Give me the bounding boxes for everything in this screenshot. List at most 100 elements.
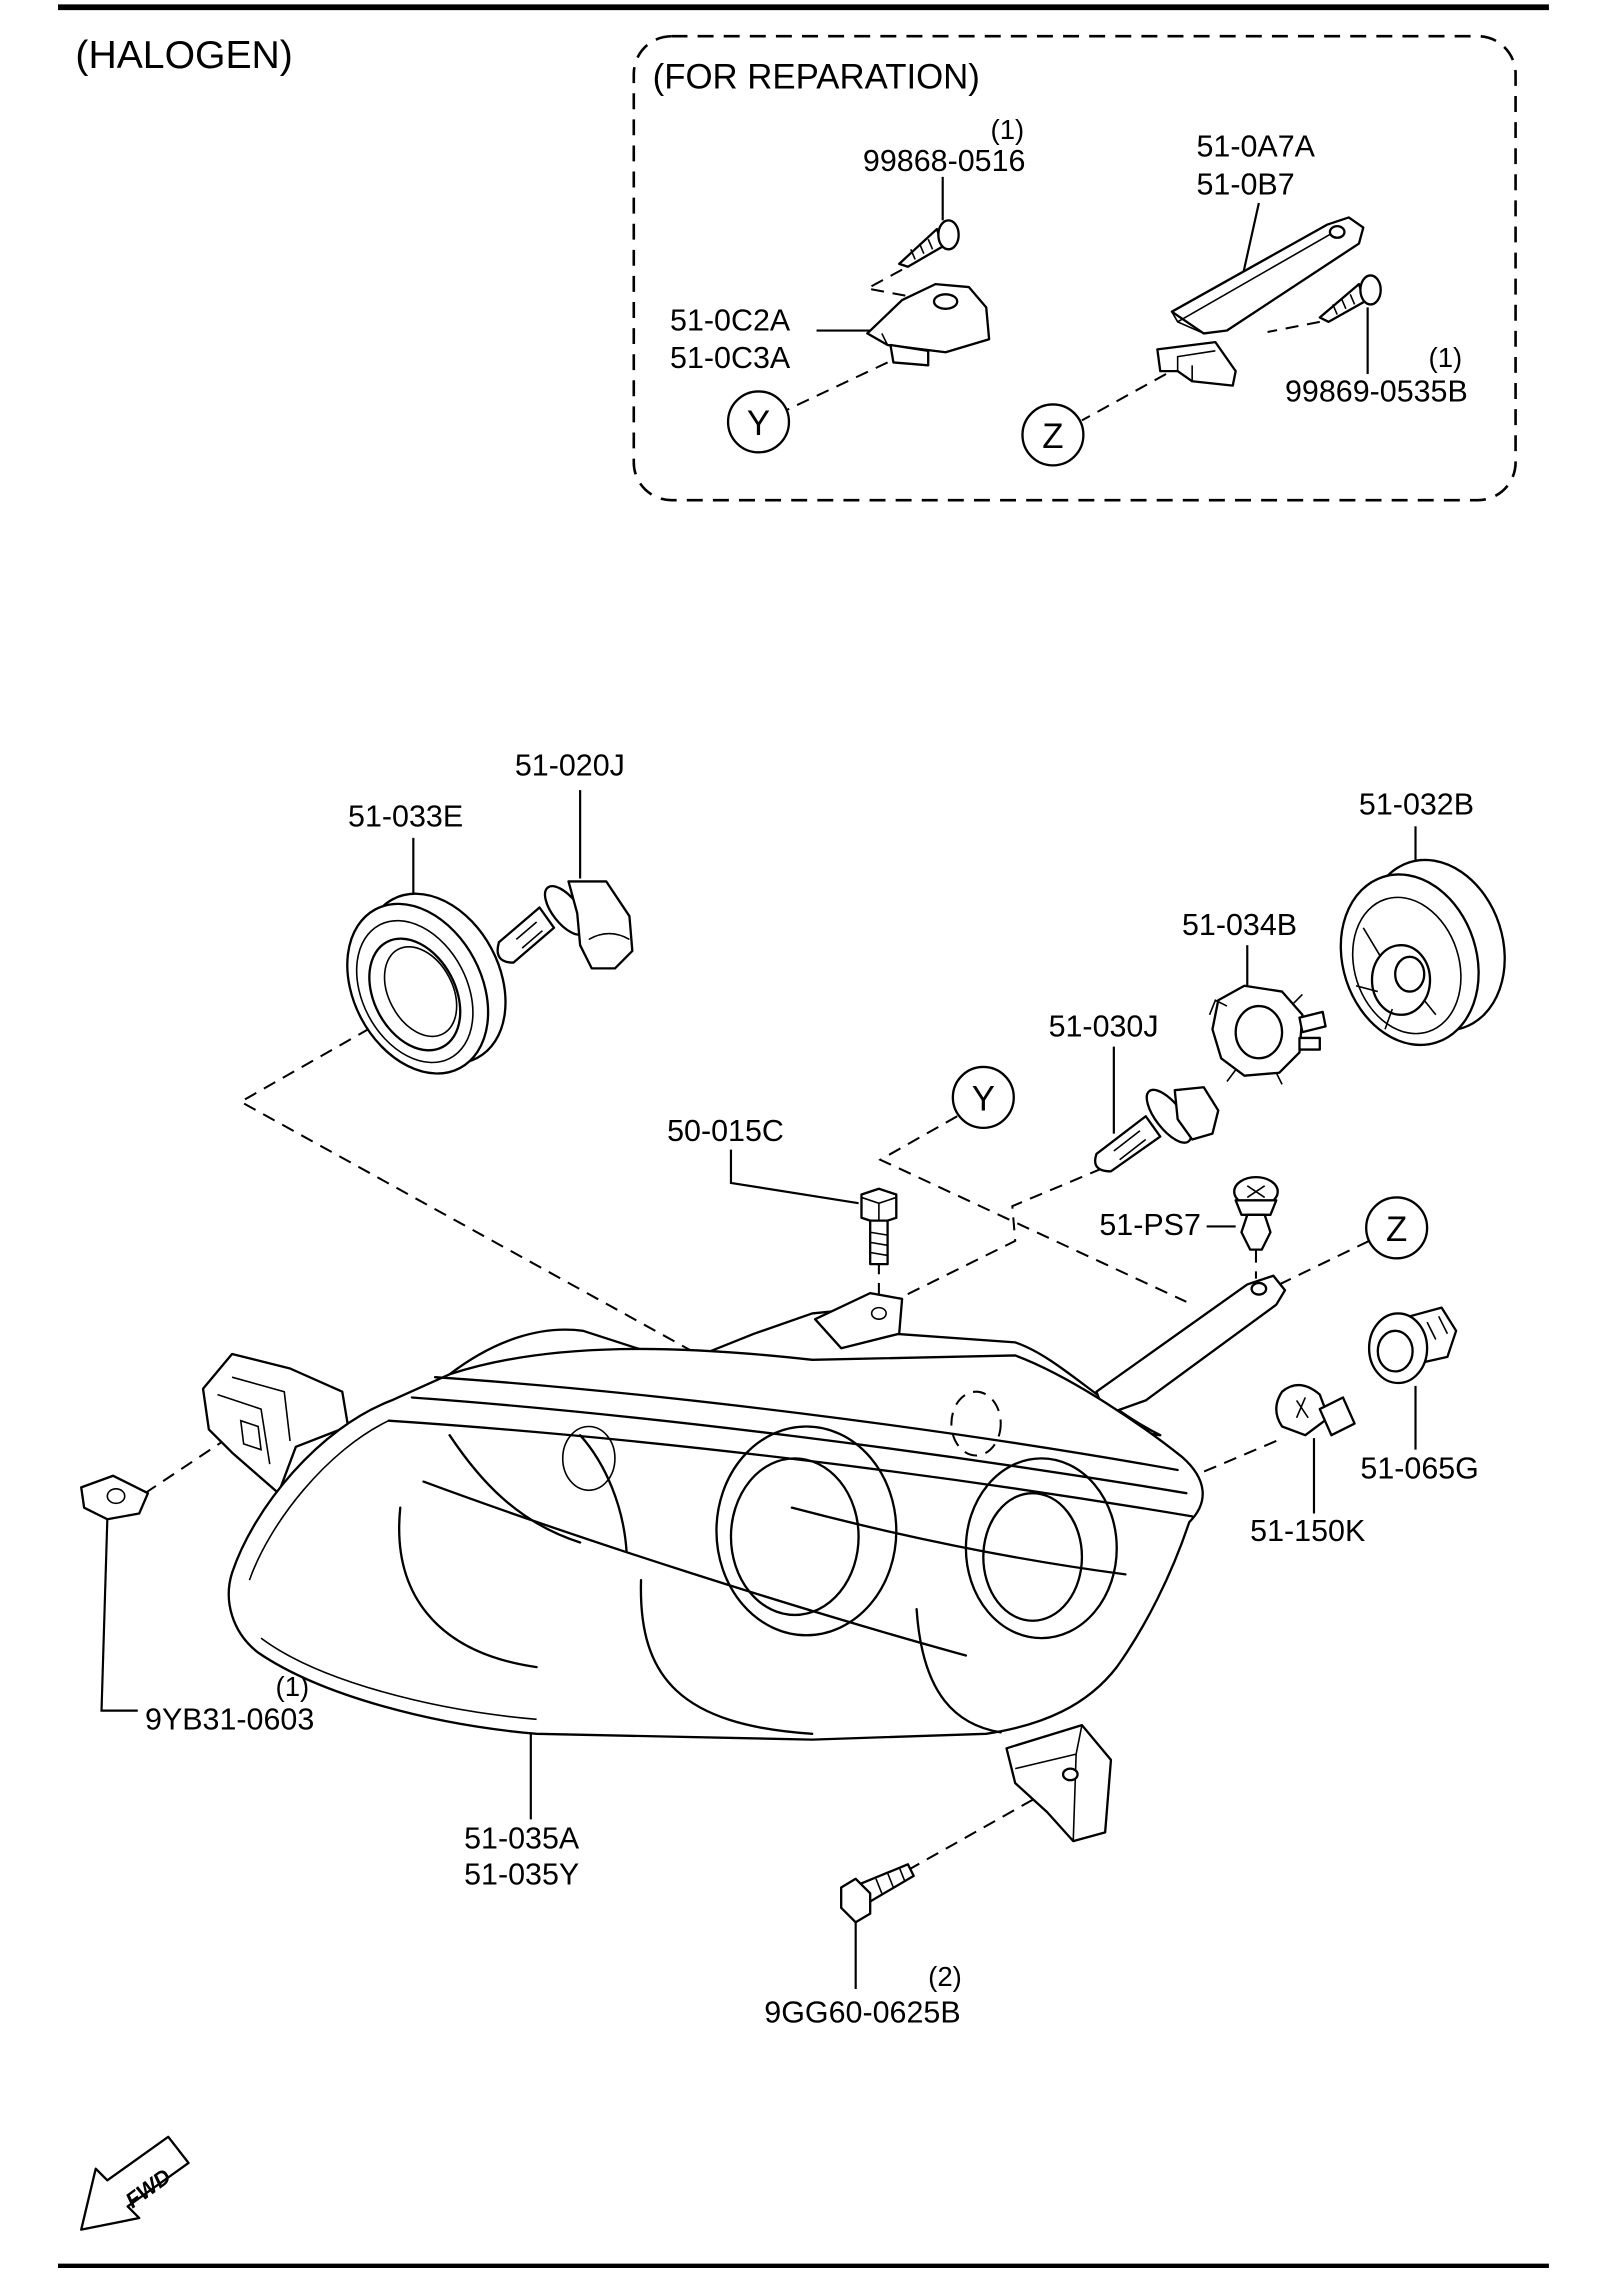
callout-y: Y [972,1080,995,1118]
headlamp-unit [201,1274,1287,1741]
kit-callout-y: Y [747,405,770,443]
bottom-screw-qty: (2) [928,1961,962,1992]
bulb-low [496,880,634,970]
headlamp-right-projector-inner [982,1492,1084,1622]
kit-screw-a [898,219,960,268]
kit-bracket-a-tab [889,343,930,367]
clip-bracket-leader [100,1519,138,1712]
headlamp-outer-lens [227,1347,1204,1741]
kit-screw-b-head [1359,274,1382,306]
bottom-bracket-body [1005,1723,1113,1843]
kit-screw-a-head [937,219,960,251]
bulb-side-filament [1295,1397,1309,1419]
kit-bracket-a-hole [932,293,959,310]
headlamp-top-tab [813,1291,904,1350]
socket-high-center [1234,1004,1284,1060]
headlamp-lower-contours [639,1578,1002,1735]
headlamp-left-projector [561,1425,616,1492]
socket-side-number: 51-065G [1360,1452,1478,1486]
kit-z-dash [1081,373,1167,422]
forward-arrow: FWD [80,2135,190,2231]
headlamp-number-1: 51-035A [464,1821,580,1855]
cap [1339,858,1506,1047]
kit-screw-b-shank [1318,282,1366,323]
bulb-side-number: 51-150K [1250,1514,1365,1548]
bolt-leader [729,1149,859,1205]
headlamp-right-bracket-hole [1250,1281,1268,1296]
bottom-bracket-hole [1061,1767,1079,1782]
headlamp-top-tab-hole [870,1306,887,1321]
headlamp-left-reflector [398,1434,628,1669]
bulb-side-base [1318,1396,1356,1437]
headlamp-center-projector-outer [715,1425,898,1637]
seal-inner-ring [368,937,462,1052]
callout-y-circle [951,1065,1015,1130]
bottom-bracket-edge [1015,1724,1083,1842]
kit-screw-a-number: 99868-0516 [863,144,1026,178]
bolt [860,1187,898,1266]
headlamp-left-bracket [201,1352,350,1495]
socket-high-number: 51-034B [1182,908,1297,942]
clip-bracket [80,1474,150,1521]
seal-mid-ring [355,919,474,1064]
clip [1233,1175,1279,1251]
headlamp-sweep-lines [422,1480,1127,1657]
repair-kit-box: (FOR REPARATION) (1) 99868-0516 51-0C2A … [632,34,1517,502]
cap-number: 51-032B [1359,788,1474,822]
kit-screw-b [1318,274,1382,323]
cap-ribs [1355,927,1437,1030]
kit-y-dash [785,361,889,412]
kit-bracket-b-number-2: 51-0B7 [1197,167,1295,201]
kit-bracket-b-body [1170,216,1365,335]
callout-z-circle [1365,1196,1429,1260]
kit-screw-a-thread [910,238,934,260]
bulb-high-glass [1094,1115,1162,1173]
bottom-screw-head [840,1877,872,1924]
bulb-low-socket-edge [588,932,630,941]
seal-opening [383,945,458,1038]
kit-bracket-b-number-1: 51-0A7A [1197,130,1316,164]
bulb-high-filament [1113,1130,1147,1161]
kit-bracket-b [1156,216,1365,387]
kit-bracket-b-edge [1171,231,1335,335]
bulb-high-number: 51-030J [1049,1010,1159,1044]
headlamp-number-2: 51-035Y [464,1858,579,1892]
headlamp-right-bracket [1095,1274,1287,1417]
cap-inner-ring [1351,896,1462,1035]
y-dash [878,1115,1187,1303]
bulb-high-base [1173,1086,1220,1141]
socket-high-tabs [1208,993,1303,1085]
seal-number: 51-033E [348,799,463,833]
headlamp-bottom-bracket [1005,1723,1113,1843]
socket-side-opening [1376,1329,1414,1373]
repair-kit-title: (FOR REPARATION) [653,58,980,96]
cap-center-boss [1394,955,1426,993]
z-dash [1272,1240,1370,1289]
bulb-side-dash [1200,1440,1277,1474]
kit-bracket-a [866,282,991,367]
forward-arrow-icon [80,2135,190,2231]
clip-bracket-qty: (1) [276,1671,310,1702]
seal [346,892,507,1075]
clip-barb [1240,1213,1272,1251]
clip-head-cross [1246,1185,1266,1199]
clip-number: 51-PS7 [1099,1208,1201,1242]
clip-bracket-number: 9YB31-0603 [145,1702,314,1736]
clip-bracket-body [80,1474,150,1521]
kit-bracket-a-number-2: 51-0C3A [670,341,791,375]
bottom-screw-number: 9GG60-0625B [764,1995,960,2029]
bottom-screw-thread [875,1866,906,1894]
kit-bracket-b-leader [1240,202,1260,282]
bulb-low-number: 51-020J [515,749,625,783]
kit-callout-z: Z [1042,418,1063,456]
bulb-low-filament [515,921,543,949]
kit-callout-z-circle [1021,403,1085,467]
bolt-number: 50-015C [667,1114,784,1148]
bulb-side [1275,1384,1356,1437]
headlamp-hidden-bulb [950,1390,1002,1457]
kit-screw-a-qty: (1) [991,114,1025,145]
kit-screw-b-number: 99869-0535B [1285,375,1468,409]
kit-screw-b-qty: (1) [1429,342,1463,373]
socket-side-terminal [1426,1315,1449,1340]
